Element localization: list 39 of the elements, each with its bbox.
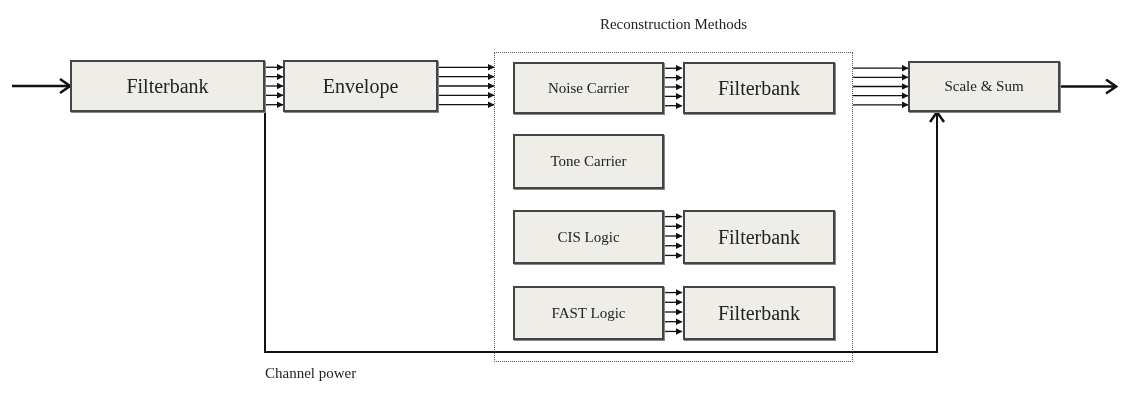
arrow (12, 77, 72, 95)
arrow (264, 63, 284, 71)
box-label: Filterbank (717, 300, 801, 326)
box-label: Filterbank (717, 75, 801, 101)
box-label: Scale & Sum (944, 77, 1024, 96)
arrow (437, 63, 495, 71)
arrow (437, 91, 495, 99)
box-label: Noise Carrier (547, 78, 630, 98)
arrow (1060, 78, 1118, 95)
process-box (513, 62, 664, 114)
arrow (852, 101, 909, 109)
arrow (437, 82, 495, 90)
arrow (264, 91, 284, 99)
box-label: CIS Logic (557, 227, 620, 247)
arrow (437, 73, 495, 81)
process-box (283, 60, 438, 112)
arrow (852, 92, 909, 100)
arrow (852, 73, 909, 81)
process-box (70, 60, 265, 112)
box-label: Filterbank (126, 73, 209, 99)
process-box (683, 62, 835, 114)
process-box (908, 61, 1060, 112)
box-label: Envelope (322, 73, 399, 99)
box-label: FAST Logic (551, 303, 626, 323)
process-box (683, 210, 835, 264)
arrow (437, 101, 495, 109)
arrow (264, 110, 946, 353)
process-box (513, 286, 664, 340)
arrow (852, 64, 909, 72)
arrow (852, 83, 909, 90)
arrow (264, 82, 284, 90)
arrow (264, 101, 284, 109)
process-box (683, 286, 835, 340)
process-box (513, 210, 664, 264)
process-box (513, 134, 664, 189)
arrow (264, 73, 284, 81)
group-heading: Reconstruction Methods (598, 15, 749, 34)
box-label: Tone Carrier (550, 152, 627, 171)
box-label: Filterbank (717, 224, 801, 250)
